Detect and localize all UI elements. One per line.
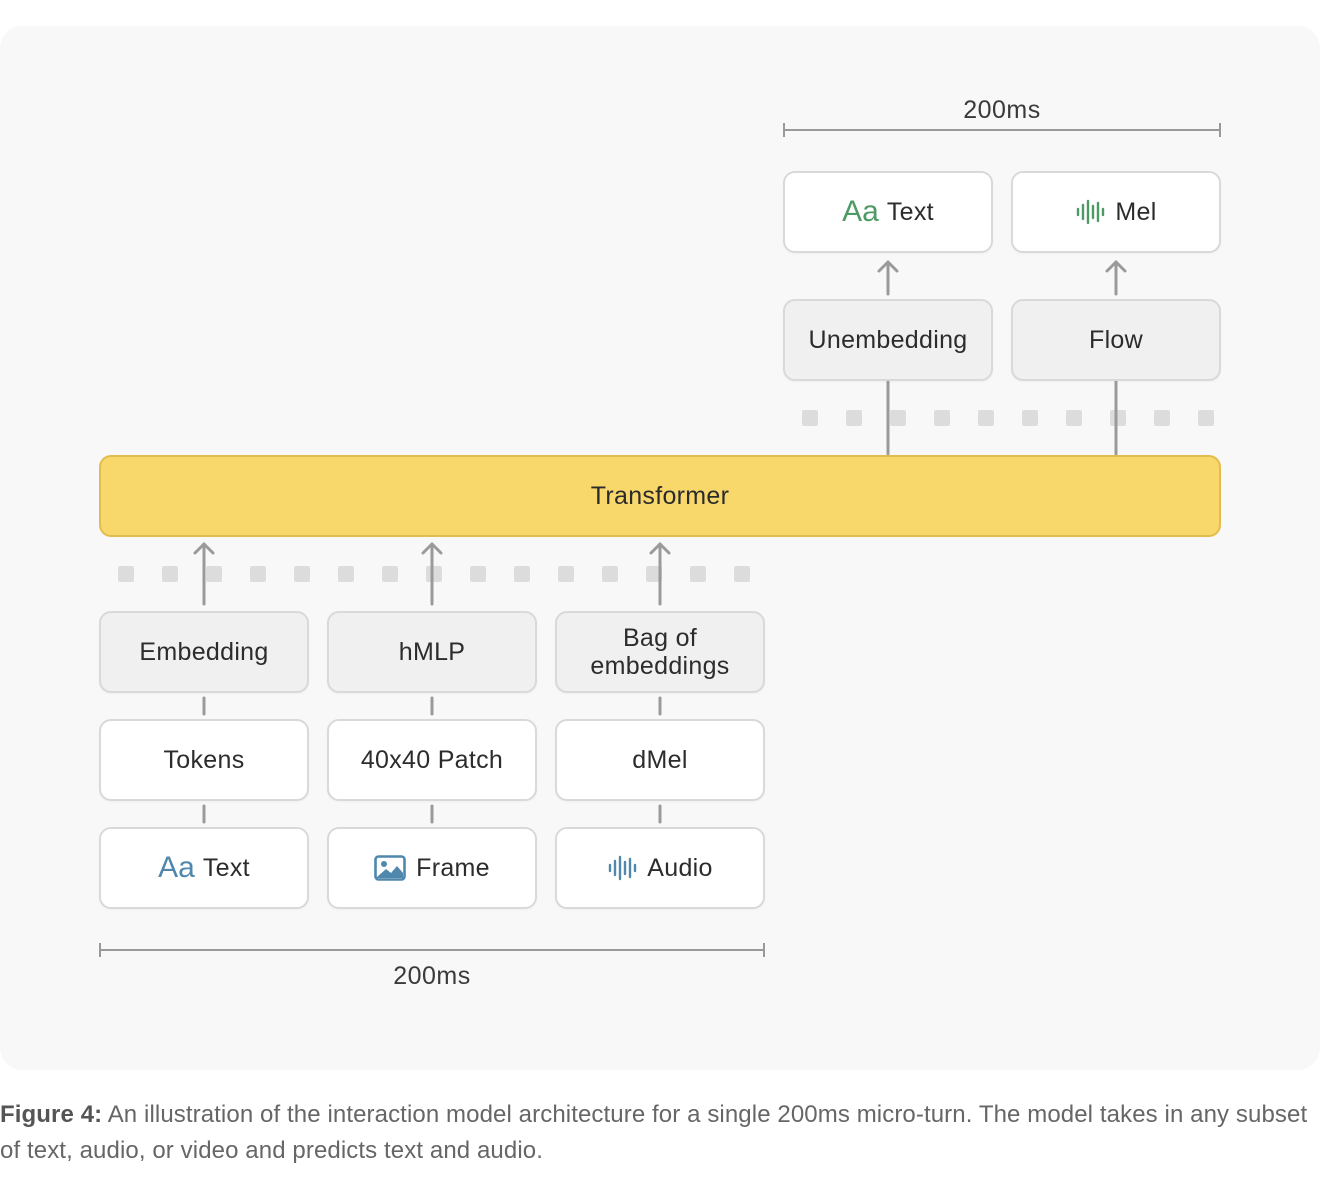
output-mel-label: Mel [1115, 198, 1157, 226]
input-text-label: Text [202, 854, 250, 882]
input-duration-label: 200ms [393, 962, 471, 990]
hmlp-label: hMLP [398, 638, 466, 666]
input-audio-box: Audio [555, 827, 765, 909]
dmel-label: dMel [632, 746, 688, 774]
input-audio-label: Audio [647, 854, 713, 882]
flow-to-mel-arrow [1105, 260, 1127, 296]
waveform-icon [607, 855, 637, 881]
hmlp-to-transformer-arrow [421, 542, 443, 606]
output-text-box: Aa Text [783, 171, 993, 253]
dmel-box: dMel [555, 719, 765, 801]
patch-box: 40x40 Patch [327, 719, 537, 801]
flow-label: Flow [1089, 326, 1143, 354]
unembedding-box: Unembedding [783, 299, 993, 381]
flow-box: Flow [1011, 299, 1221, 381]
text-aa-icon: Aa [842, 195, 879, 228]
figure-caption: Figure 4: An illustration of the interac… [0, 1097, 1315, 1169]
caption-text: An illustration of the interaction model… [0, 1101, 1308, 1164]
tokens-label: Tokens [163, 746, 245, 774]
transformer-label: Transformer [590, 481, 730, 510]
patch-label: 40x40 Patch [360, 746, 504, 774]
unembedding-to-text-arrow [877, 260, 899, 296]
unembedding-label: Unembedding [808, 326, 968, 354]
tokens-box: Tokens [99, 719, 309, 801]
input-frame-label: Frame [416, 854, 490, 882]
input-frame-box: Frame [327, 827, 537, 909]
transformer-block: Transformer [99, 455, 1221, 537]
hmlp-box: hMLP [327, 611, 537, 693]
embedding-label: Embedding [139, 638, 269, 666]
embedding-to-transformer-arrow [193, 542, 215, 606]
waveform-icon [1075, 199, 1105, 225]
bag-to-transformer-arrow [649, 542, 671, 606]
input-duration-bracket [99, 943, 765, 957]
output-mel-box: Mel [1011, 171, 1221, 253]
bag-label-line1: Bag of [622, 624, 698, 652]
image-icon [374, 855, 406, 881]
output-duration-bracket [783, 123, 1221, 137]
output-token-squares [802, 410, 1214, 426]
caption-prefix: Figure 4: [0, 1101, 103, 1128]
output-duration-label: 200ms [963, 96, 1041, 124]
embedding-box: Embedding [99, 611, 309, 693]
text-aa-icon: Aa [158, 851, 195, 884]
bag-label-line2: embeddings [590, 652, 730, 680]
output-text-label: Text [886, 198, 934, 226]
input-text-box: Aa Text [99, 827, 309, 909]
input-token-squares [118, 566, 750, 582]
bag-of-embeddings-box: Bag of embeddings [555, 611, 765, 693]
